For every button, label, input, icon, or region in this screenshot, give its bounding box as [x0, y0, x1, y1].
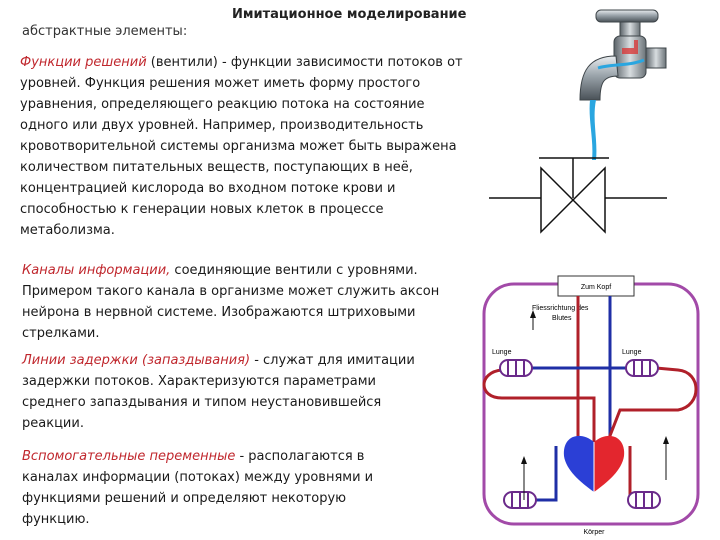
paragraph-line: функцию.: [22, 512, 90, 527]
paragraph-line: одного или двух уровней. Например, произ…: [20, 118, 424, 133]
faucet-illustration: [579, 9, 667, 160]
water-stream-icon: [589, 100, 597, 160]
paragraph-line: концентрацией кислорода во входном поток…: [20, 181, 396, 196]
line-text: - служат для имитации: [250, 353, 415, 368]
flow-label-line2: Blutes: [552, 315, 572, 322]
paragraph-line: функциями решений и определяют некоторую: [22, 491, 347, 506]
paragraph-line: Каналы информации, соединяющие вентили с…: [22, 260, 439, 281]
paragraph-line: среднего запаздывания и типом неустанови…: [22, 395, 382, 410]
head-box: [557, 275, 635, 297]
line-text: соединяющие вентили с уровнями.: [170, 263, 418, 278]
paragraph-decision-functions: Функции решений (вентили) - функции зави…: [20, 52, 463, 241]
term-aux-variables: Вспомогательные переменные: [22, 449, 236, 464]
line-text: (вентили) - функции зависимости потоков …: [146, 55, 463, 70]
paragraph-line: метаболизма.: [20, 223, 115, 238]
paragraph-line: Функции решений (вентили) - функции зави…: [20, 52, 463, 73]
head-label: Zum Kopf: [581, 284, 611, 291]
body-capillary-left-icon: [503, 491, 537, 509]
body-capillary-right-icon: [627, 491, 661, 509]
faucet-spout-icon: [579, 55, 619, 101]
flow-label-line1: Fliessrichtung des: [532, 305, 589, 312]
lung-right-icon: [625, 359, 659, 377]
page-subtitle: абстрактные элементы:: [22, 24, 188, 39]
valve-symbol: [489, 157, 667, 234]
paragraph-line: Примером такого канала в организме может…: [22, 284, 440, 299]
paragraph-aux-variables: Вспомогательные переменные - располагают…: [22, 446, 373, 530]
paragraph-line: реакции.: [22, 416, 84, 431]
term-decision-functions: Функции решений: [20, 55, 147, 70]
paragraph-info-channels: Каналы информации, соединяющие вентили с…: [22, 260, 439, 344]
term-info-channels: Каналы информации,: [22, 263, 171, 278]
paragraph-line: уровней. Функция решения может иметь фор…: [20, 76, 421, 91]
circulation-diagram: Zum Kopf Fliessrichtung des Blutes Lunge…: [482, 275, 700, 536]
paragraph-line: задержки потоков. Характеризуются параме…: [22, 374, 376, 389]
paragraph-line: каналах информации (потоках) между уровн…: [22, 470, 374, 485]
line-text: - располагаются в: [235, 449, 365, 464]
page-title: Имитационное моделирование: [232, 7, 467, 22]
lung-right-label: Lunge: [622, 349, 642, 356]
lung-left-icon: [499, 359, 533, 377]
term-delay-lines: Линии задержки (запаздывания): [22, 353, 251, 368]
body-label: Körper: [583, 529, 605, 536]
paragraph-line: нейрона в нервной системе. Изображаются …: [22, 305, 416, 320]
paragraph-line: уравнения, определяющего реакцию потока …: [20, 97, 425, 112]
paragraph-line: кровотворительной системы организма може…: [20, 139, 457, 154]
paragraph-line: стрелками.: [22, 326, 100, 341]
faucet-body-icon: [613, 35, 647, 79]
paragraph-line: Вспомогательные переменные - располагают…: [22, 446, 373, 467]
paragraph-line: количеством питательных веществ, поступа…: [20, 160, 413, 175]
paragraph-delay-lines: Линии задержки (запаздывания) - служат д…: [22, 350, 415, 434]
valve-icon: [540, 166, 606, 234]
paragraph-line: Линии задержки (запаздывания) - служат д…: [22, 350, 415, 371]
paragraph-line: способностью к генерации новых клеток в …: [20, 202, 384, 217]
heart-icon: [563, 435, 625, 492]
lung-left-label: Lunge: [492, 349, 512, 356]
faucet-handle-icon: [595, 9, 659, 23]
